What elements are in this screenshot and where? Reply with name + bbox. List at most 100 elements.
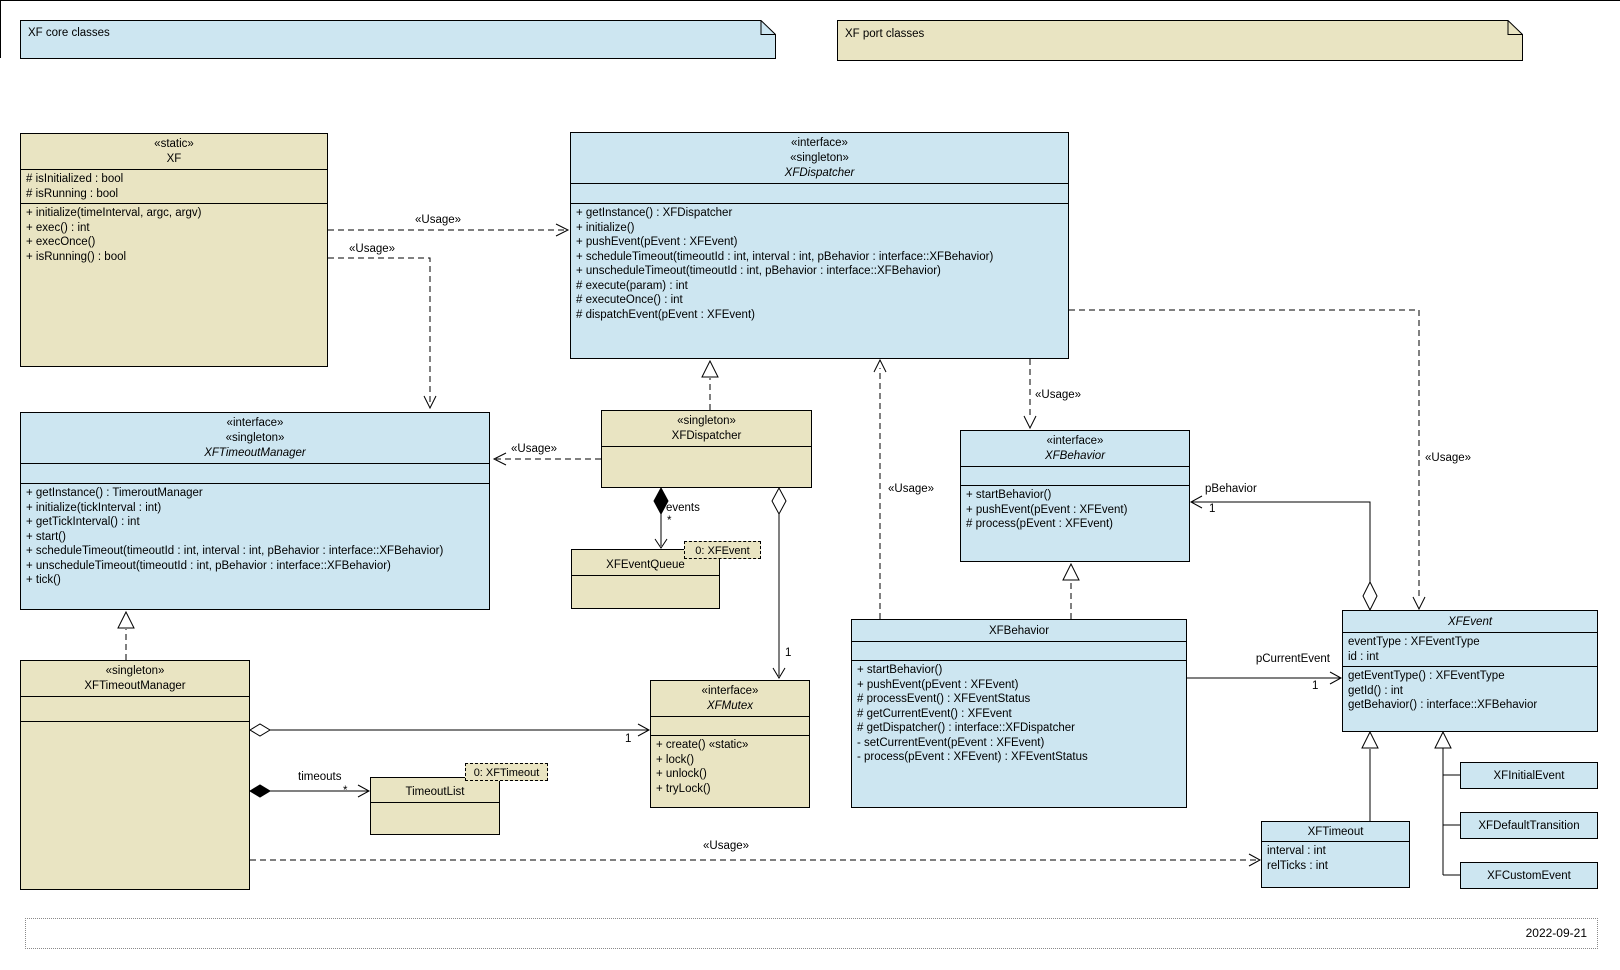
class-xfeventqueue-header: XFEventQueue xyxy=(572,550,719,575)
class-xfevent: XFEvent eventType : XFEventType id : int… xyxy=(1342,610,1598,732)
method: # processEvent() : XFEventStatus xyxy=(857,693,1031,705)
method: getEventType() : XFEventType xyxy=(1348,670,1505,682)
method: + startBehavior() xyxy=(857,664,943,676)
method: + isRunning() : bool xyxy=(26,250,127,263)
method: + unlock() xyxy=(656,768,707,780)
class-xfbehavior-header: XFBehavior xyxy=(852,620,1186,641)
methods-compartment: + startBehavior() + pushEvent(pEvent : X… xyxy=(852,660,1186,807)
note-port-classes: XF port classes xyxy=(845,28,925,40)
stereotype: «interface» xyxy=(1046,435,1104,447)
class-xftimeout: XFTimeout interval : int relTicks : int xyxy=(1261,821,1410,888)
class-name: XFMutex xyxy=(706,700,753,712)
method: + execOnce() xyxy=(26,236,96,248)
multiplicity-one: 1 xyxy=(1209,503,1216,515)
edge-label-pbehavior: pBehavior xyxy=(1205,483,1257,495)
edge-label-usage: «Usage» xyxy=(1035,389,1082,401)
method: + tick() xyxy=(26,574,61,586)
class-xfdispatcher-singleton: «singleton» XFDispatcher xyxy=(601,410,812,488)
method: # getCurrentEvent() : XFEvent xyxy=(857,707,1012,720)
class-timeoutlist: TimeoutList xyxy=(370,777,500,835)
method: # process(pEvent : XFEvent) xyxy=(966,518,1114,530)
interface-xfdispatcher-header: «interface» «singleton» XFDispatcher xyxy=(571,133,1068,183)
method: getBehavior() : interface::XFBehavior xyxy=(1348,699,1538,711)
attributes-compartment xyxy=(21,463,489,483)
interface-xfbehavior: «interface» XFBehavior + startBehavior()… xyxy=(960,430,1190,562)
stereotype: «interface» xyxy=(226,417,284,429)
multiplicity-many: * xyxy=(667,515,672,527)
attribute: relTicks : int xyxy=(1267,859,1328,872)
method: + initialize(tickInterval : int) xyxy=(26,501,162,514)
edge-label-timeouts: timeouts xyxy=(298,771,342,783)
class-name: XFTimeout xyxy=(1307,826,1364,838)
edge-label-usage: «Usage» xyxy=(1425,452,1472,464)
edge-label-usage: «Usage» xyxy=(349,243,396,255)
class-xf: «static» XF # isInitialized : bool # isR… xyxy=(20,133,328,367)
methods-compartment: + create() «static» + lock() + unlock() … xyxy=(651,735,809,807)
note-core-classes: XF core classes xyxy=(28,27,110,39)
note-port-shape xyxy=(837,20,1523,61)
method: + scheduleTimeout(timeoutId : int, inter… xyxy=(576,250,994,263)
class-name: XFBehavior xyxy=(1044,450,1106,462)
empty-compartment xyxy=(602,446,811,487)
interface-xfdispatcher: «interface» «singleton» XFDispatcher + g… xyxy=(570,132,1069,359)
empty-compartment xyxy=(371,802,499,834)
class-name: XFInitialEvent xyxy=(1493,769,1565,782)
interface-xftimeoutmanager-header: «interface» «singleton» XFTimeoutManager xyxy=(21,413,489,463)
class-name: XFTimeoutManager xyxy=(204,447,306,459)
class-name: XFDispatcher xyxy=(671,430,742,442)
method: + getTickInterval() : int xyxy=(26,516,140,528)
method: - process(pEvent : XFEvent) : XFEventSta… xyxy=(857,751,1088,763)
class-name: TimeoutList xyxy=(405,786,465,798)
methods-compartment: getEventType() : XFEventType getId() : i… xyxy=(1343,666,1597,731)
edge-label-usage: «Usage» xyxy=(888,483,935,495)
class-name: XFBehavior xyxy=(988,625,1050,637)
interface-xfmutex: «interface» XFMutex + create() «static» … xyxy=(650,680,810,808)
stereotype: «static» xyxy=(154,138,194,150)
interface-xftimeoutmanager: «interface» «singleton» XFTimeoutManager… xyxy=(20,412,490,610)
multiplicity-one: 1 xyxy=(1312,680,1319,692)
stereotype: «interface» xyxy=(701,685,759,697)
attributes-compartment xyxy=(21,696,249,721)
method: + startBehavior() xyxy=(966,489,1052,501)
class-xfevent-header: XFEvent xyxy=(1343,611,1597,632)
method: + create() «static» xyxy=(656,739,749,751)
method: + getInstance() : TimeroutManager xyxy=(26,487,203,499)
class-name: XFEvent xyxy=(1447,616,1493,628)
method: + initialize() xyxy=(576,221,635,234)
stereotype: «singleton» xyxy=(105,665,165,677)
class-timeoutlist-header: TimeoutList xyxy=(371,778,499,802)
multiplicity-one: 1 xyxy=(625,733,632,745)
class-xftimeoutmanager-singleton: «singleton» XFTimeoutManager xyxy=(20,660,250,890)
method: + lock() xyxy=(656,753,695,766)
class-xftimeout-header: XFTimeout xyxy=(1262,822,1409,841)
attributes-compartment: interval : int relTicks : int xyxy=(1262,841,1409,887)
stereotype: «singleton» xyxy=(225,432,285,444)
method: + initialize(timeInterval, argc, argv) xyxy=(26,207,202,219)
class-xftimeoutmanager-singleton-header: «singleton» XFTimeoutManager xyxy=(21,661,249,696)
class-name: XF xyxy=(166,153,182,165)
attribute: id : int xyxy=(1348,650,1379,663)
stereotype: «interface» xyxy=(791,137,848,149)
class-xfeventqueue: XFEventQueue xyxy=(571,549,720,609)
class-name: XFEventQueue xyxy=(606,559,685,571)
edge-label-events: events xyxy=(666,502,700,514)
attributes-compartment xyxy=(961,466,1189,485)
method: # execute(param) : int xyxy=(576,279,688,292)
method: + pushEvent(pEvent : XFEvent) xyxy=(966,503,1128,516)
edge-label-usage: «Usage» xyxy=(511,443,558,455)
class-xf-header: «static» XF xyxy=(21,134,327,169)
class-name: XFDispatcher xyxy=(784,167,855,179)
class-xfbehavior: XFBehavior + startBehavior() + pushEvent… xyxy=(851,619,1187,808)
footer-date-box: 2022-09-21 xyxy=(25,918,1598,949)
edge-label-pcurrentevent: pCurrentEvent xyxy=(1255,653,1330,665)
class-name: XFCustomEvent xyxy=(1487,869,1571,882)
attribute: # isInitialized : bool xyxy=(26,173,124,185)
class-name: XFDefaultTransition xyxy=(1478,819,1580,832)
note-core-shape xyxy=(20,20,776,59)
stereotype: «singleton» xyxy=(790,152,849,164)
attributes-compartment xyxy=(651,716,809,735)
stereotype: «singleton» xyxy=(677,415,736,427)
attributes-compartment: # isInitialized : bool # isRunning : boo… xyxy=(21,169,327,203)
